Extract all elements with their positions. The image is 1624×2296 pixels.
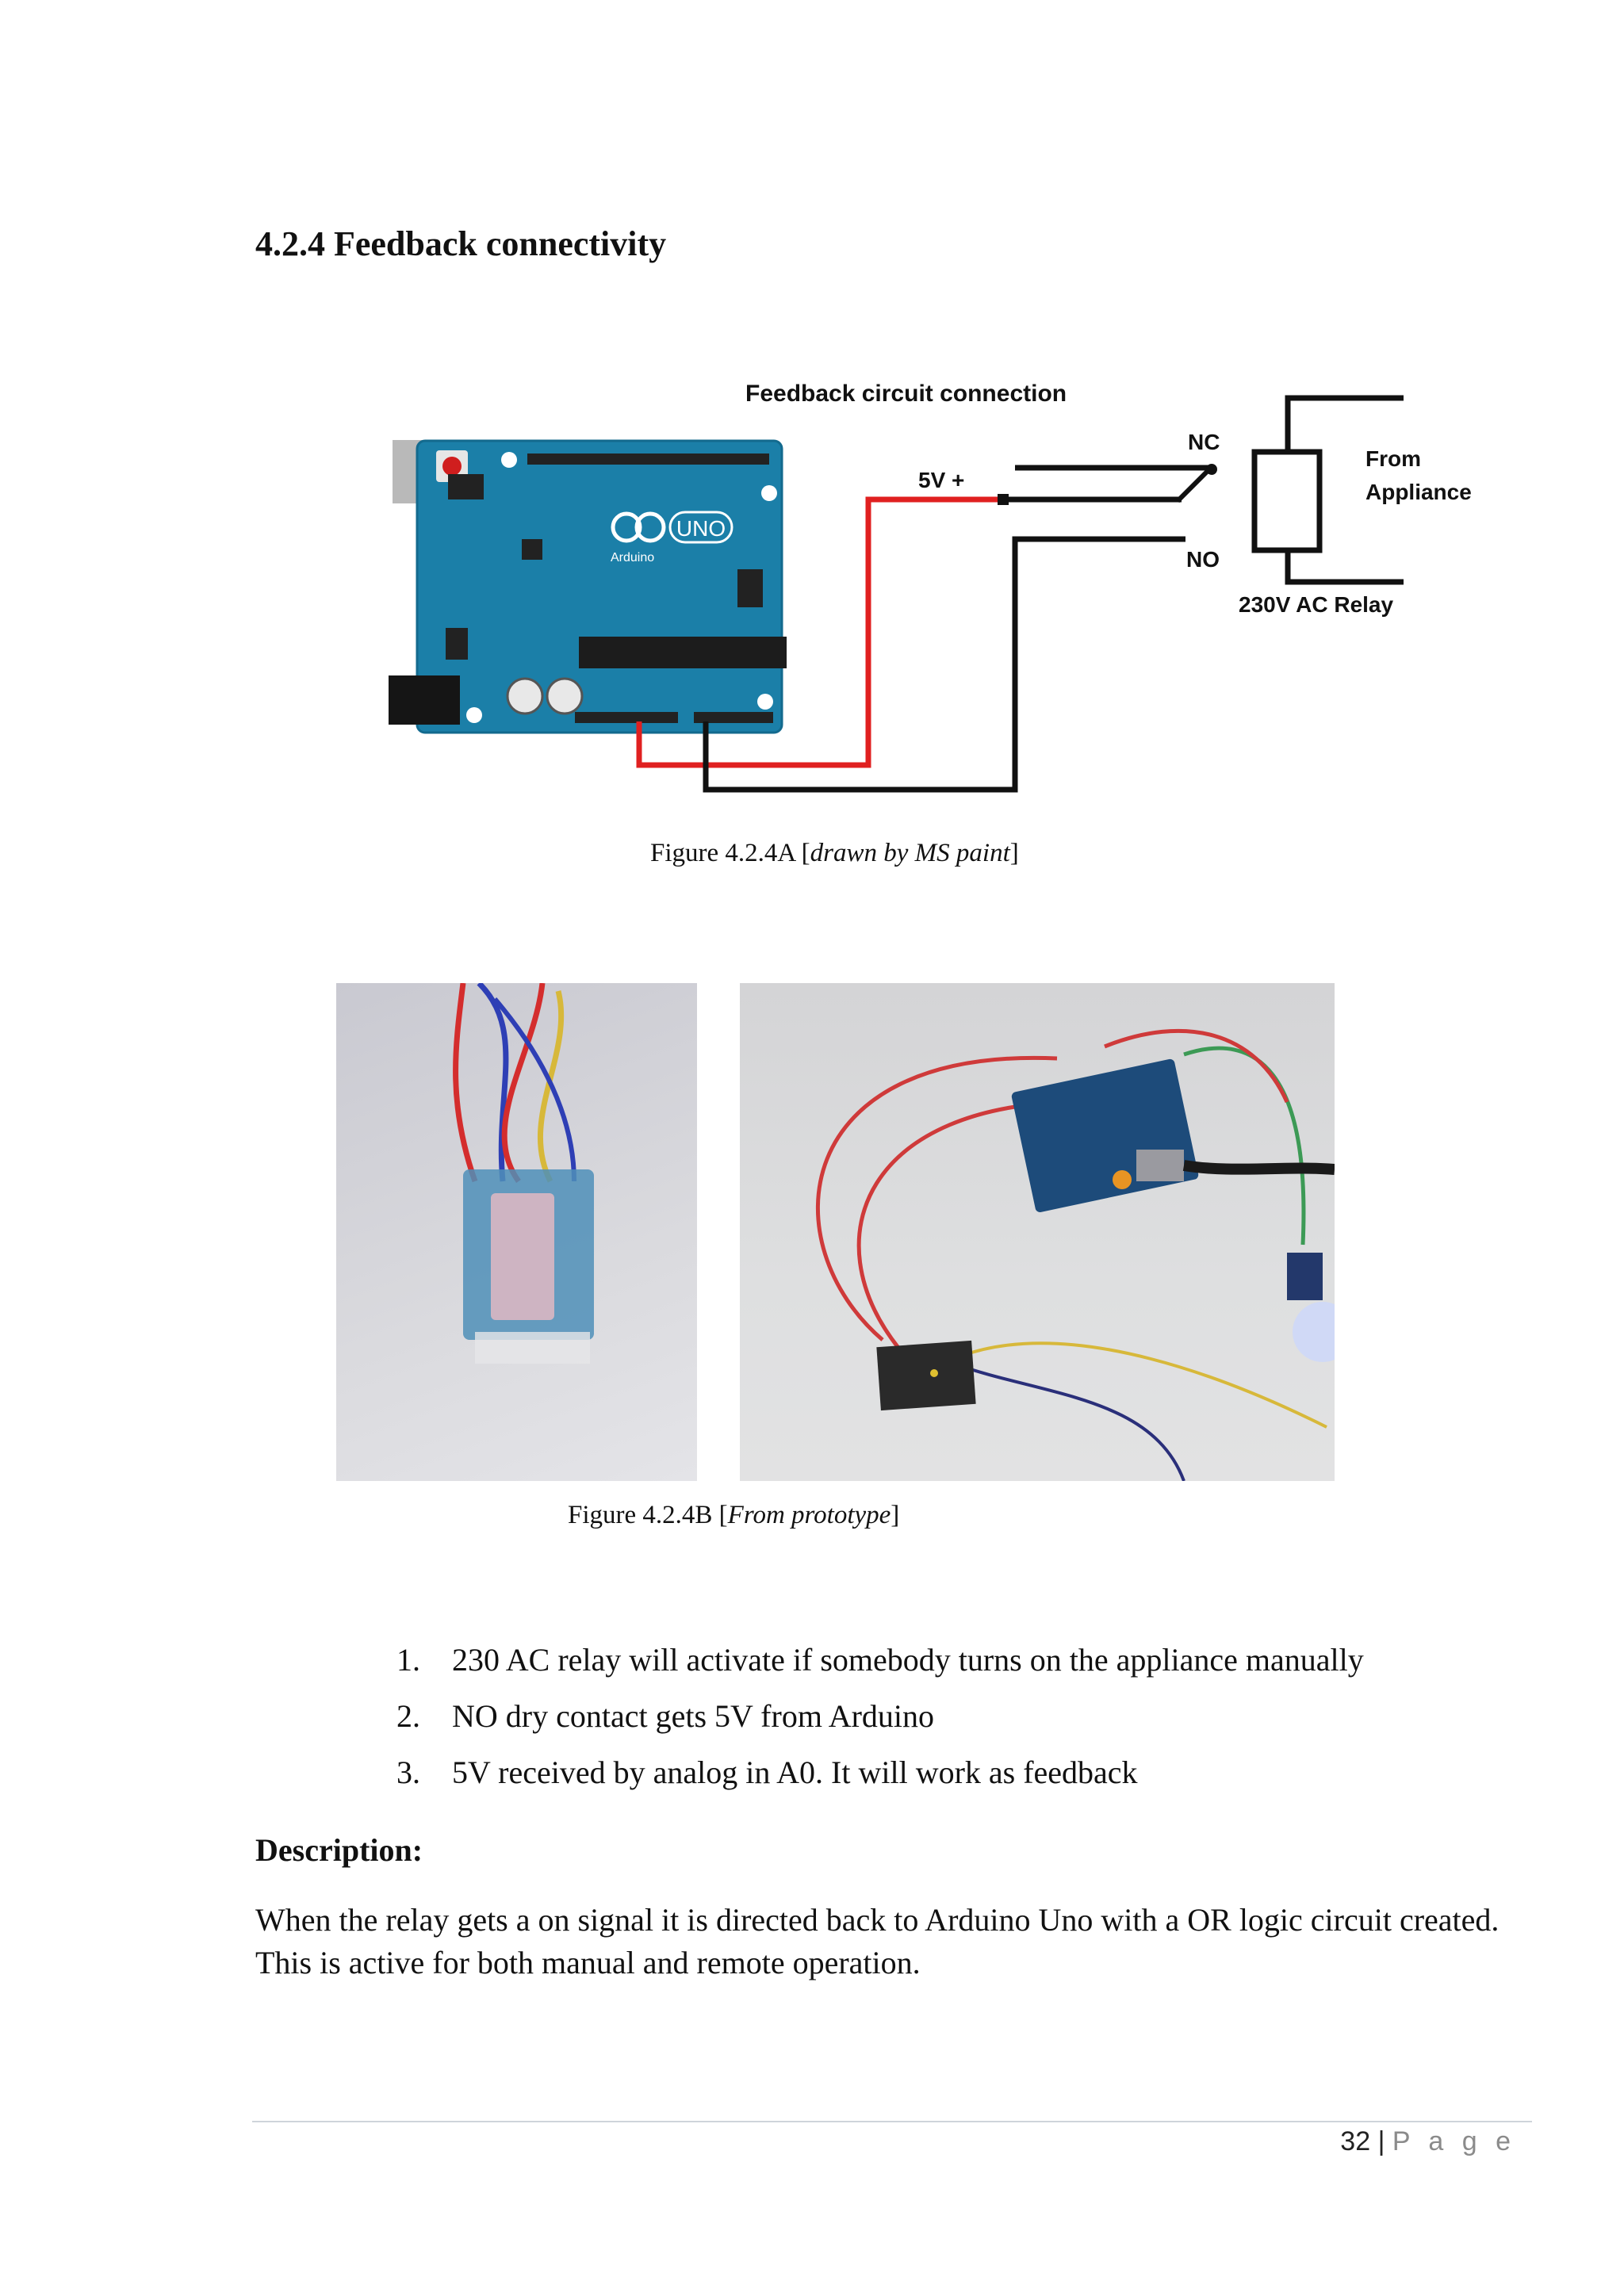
list-item: 3. 5V received by analog in A0. It will w… bbox=[396, 1744, 1364, 1800]
numbered-list: 1. 230 AC relay will activate if somebody… bbox=[396, 1632, 1364, 1800]
label-no: NO bbox=[1186, 547, 1220, 572]
footer-separator: | bbox=[1377, 2126, 1385, 2156]
description-title: Description: bbox=[255, 1832, 423, 1868]
board-logo-text: UNO bbox=[676, 516, 726, 541]
caption-a-suffix: ] bbox=[1009, 839, 1019, 867]
caption-b-italic: From prototype bbox=[727, 1501, 891, 1529]
list-item-number: 3. bbox=[396, 1755, 420, 1790]
figure-a-caption: Figure 4.2.4A [drawn by MS paint] bbox=[650, 839, 1019, 868]
footer-divider bbox=[252, 2121, 1532, 2122]
list-item-text: NO dry contact gets 5V from Arduino bbox=[452, 1698, 935, 1734]
caption-b-prefix: Figure 4.2.4B [ bbox=[568, 1501, 728, 1529]
list-item-text: 5V received by analog in A0. It will wor… bbox=[452, 1755, 1138, 1790]
list-item-number: 2. bbox=[396, 1698, 420, 1734]
figure-b-caption: Figure 4.2.4B [From prototype] bbox=[568, 1501, 899, 1530]
page-footer: 32 | P a g e bbox=[1340, 2126, 1516, 2157]
label-relay: 230V AC Relay bbox=[1239, 592, 1393, 617]
feedback-circuit-diagram: Feedback circuit connection UNO bbox=[389, 381, 1472, 793]
board-brand-text: Arduino bbox=[611, 551, 654, 564]
list-item: 1. 230 AC relay will activate if somebody… bbox=[396, 1632, 1364, 1688]
arduino-board-image: UNO Arduino bbox=[389, 439, 787, 734]
caption-b-suffix: ] bbox=[891, 1501, 900, 1529]
label-from: From bbox=[1365, 446, 1421, 471]
diagram-title: Feedback circuit connection bbox=[745, 381, 1067, 407]
description-body: When the relay gets a on signal it is di… bbox=[255, 1902, 1500, 1980]
caption-a-prefix: Figure 4.2.4A [ bbox=[650, 839, 810, 867]
caption-a-italic: drawn by MS paint bbox=[810, 839, 1010, 867]
label-nc: NC bbox=[1188, 430, 1220, 454]
list-item-text: 230 AC relay will activate if somebody t… bbox=[452, 1642, 1364, 1678]
page-number: 32 bbox=[1340, 2126, 1371, 2156]
section-heading: 4.2.4 Feedback connectivity bbox=[255, 224, 667, 263]
label-5v: 5V + bbox=[918, 468, 964, 492]
list-item-number: 1. bbox=[396, 1642, 420, 1678]
page-label: P a g e bbox=[1392, 2126, 1516, 2156]
prototype-photo bbox=[740, 983, 1335, 1481]
relay-photo bbox=[336, 983, 697, 1481]
label-appliance: Appliance bbox=[1365, 480, 1472, 504]
list-item: 2. NO dry contact gets 5V from Arduino bbox=[396, 1688, 1364, 1744]
